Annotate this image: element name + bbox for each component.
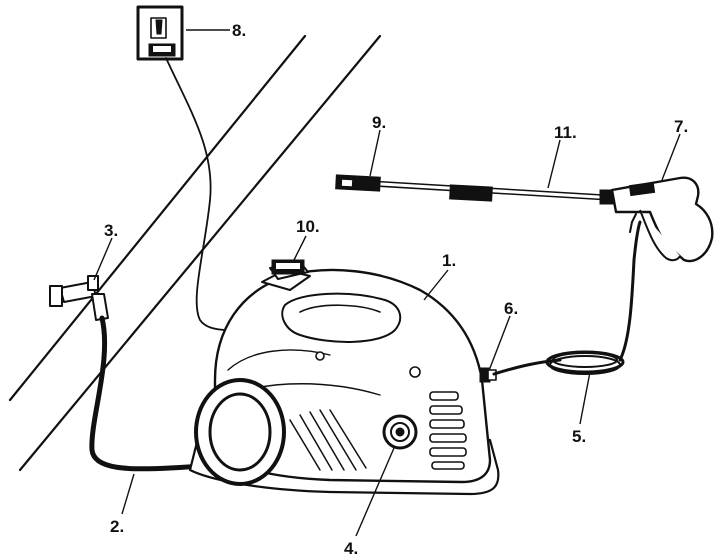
water-tap [49, 275, 109, 321]
callout-11: 11. [554, 123, 577, 142]
callout-5: 5. [572, 427, 586, 446]
detergent-box [269, 259, 309, 280]
wheel [194, 378, 286, 486]
callout-8: 8. [232, 21, 246, 40]
side-grille [289, 409, 367, 471]
callout-10: 10. [296, 217, 320, 236]
water-inlet [382, 414, 418, 450]
spray-lance [335, 174, 618, 205]
leader-lines [93, 29, 681, 537]
trigger-gun [610, 176, 714, 263]
callout-labels: 8. 9. 11. 7. 10. 3. 1. 6. 5. 2. 4. [104, 21, 688, 558]
callout-7: 7. [674, 117, 688, 136]
callout-6: 6. [504, 299, 518, 318]
callout-1: 1. [442, 251, 456, 270]
power-socket [136, 5, 184, 61]
pressure-outlet [479, 367, 497, 383]
machine-body [188, 268, 500, 496]
power-cord [165, 57, 263, 331]
callout-2: 2. [110, 517, 124, 536]
callout-3: 3. [104, 221, 118, 240]
wall [8, 34, 382, 472]
callout-9: 9. [372, 113, 386, 132]
vent-slots [429, 391, 467, 470]
callout-4: 4. [344, 539, 358, 558]
pressure-hose [492, 220, 642, 376]
